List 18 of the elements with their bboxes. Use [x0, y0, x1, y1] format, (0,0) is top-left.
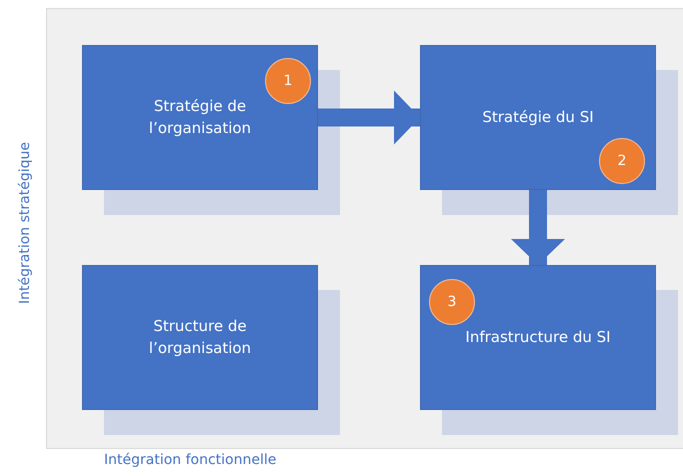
box-label: Infrastructure du SI [465, 326, 611, 348]
step-number: 2 [618, 153, 626, 169]
box-label: Stratégie du SI [482, 106, 594, 128]
axis-title: Intégration stratégique [17, 141, 33, 306]
process-box [420, 265, 656, 410]
process-box [82, 45, 318, 190]
number-badge [429, 279, 475, 325]
axis-title: Intégration fonctionnelle [104, 452, 276, 468]
process-box [82, 265, 318, 410]
number-badge [599, 138, 645, 184]
box-label: Structure de l’organisation [148, 316, 252, 358]
block-arrow [511, 190, 565, 265]
step-number: 3 [448, 294, 456, 310]
block-arrow [318, 90, 420, 144]
box-label: Stratégie de l’organisation [148, 96, 252, 138]
number-badge [265, 58, 311, 104]
process-box [420, 45, 656, 190]
step-number: 1 [284, 73, 292, 89]
